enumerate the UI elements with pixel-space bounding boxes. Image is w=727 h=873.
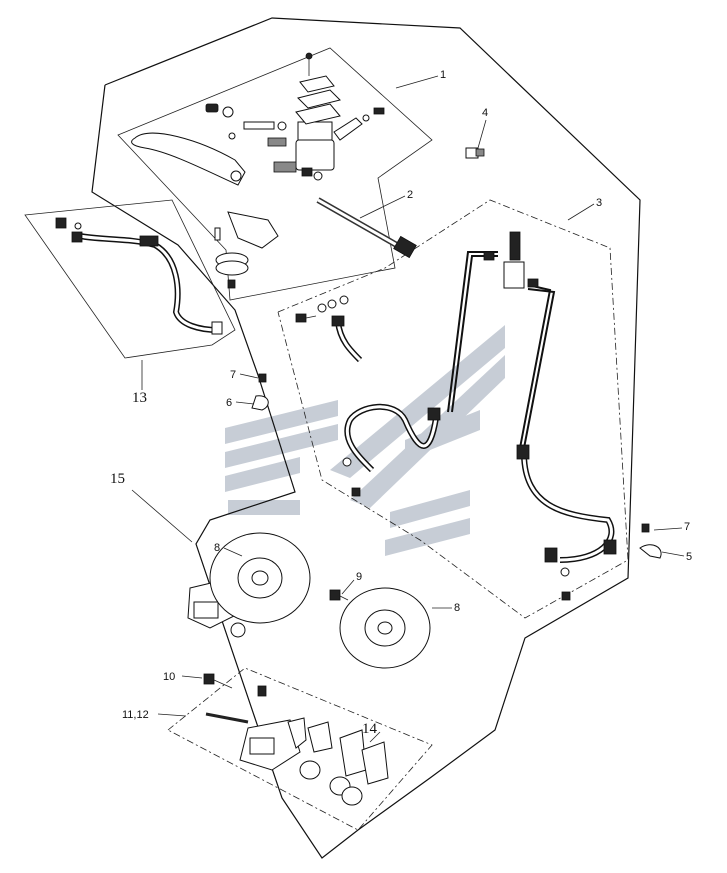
callout-15: 15 <box>110 471 125 487</box>
callout-5: 5 <box>686 551 692 563</box>
callout-4: 4 <box>482 107 488 119</box>
callout-14: 14 <box>362 721 378 737</box>
callout-7-right: 7 <box>684 521 690 533</box>
group-13-boundary <box>24 199 236 359</box>
master-cylinder <box>295 52 363 177</box>
rear-caliper <box>203 673 307 771</box>
group-1-boundary <box>117 47 433 301</box>
outer-boundary <box>91 17 641 859</box>
banjo-hardware <box>295 295 363 363</box>
group-13-hose <box>55 217 223 335</box>
callout-6: 6 <box>226 397 232 409</box>
disc-bolt-item-9 <box>329 589 349 601</box>
flex-hoses <box>342 403 617 601</box>
callout-8-right: 8 <box>454 602 460 614</box>
master-cylinder-hardware <box>205 103 385 181</box>
clip-item-5 <box>639 523 662 559</box>
bolt-item-4 <box>465 147 485 159</box>
callout-9: 9 <box>356 571 362 583</box>
callout-8-left: 8 <box>214 542 220 554</box>
group-14-boundary <box>167 667 433 831</box>
group-3-boundary <box>277 199 629 619</box>
callout-2: 2 <box>407 189 413 201</box>
callout-11-12: 11,12 <box>122 709 149 721</box>
callout-3: 3 <box>596 197 602 209</box>
lever-bracket <box>214 211 279 289</box>
brake-rod <box>316 197 417 259</box>
front-brake-disc <box>209 532 311 624</box>
watermark-logo <box>225 325 505 556</box>
callout-7-left: 7 <box>230 369 236 381</box>
leader-lines <box>131 75 685 743</box>
callout-10: 10 <box>163 671 175 683</box>
brake-lines <box>447 231 556 449</box>
callout-1: 1 <box>440 69 446 81</box>
callout-labels: 1 2 3 4 5 6 7 7 8 8 9 10 11,12 13 14 15 <box>110 69 692 737</box>
brake-pads <box>299 721 389 806</box>
brake-lever <box>131 132 246 186</box>
callout-13: 13 <box>132 390 147 406</box>
rear-brake-disc <box>339 587 431 669</box>
clip-item-6 <box>251 373 269 411</box>
